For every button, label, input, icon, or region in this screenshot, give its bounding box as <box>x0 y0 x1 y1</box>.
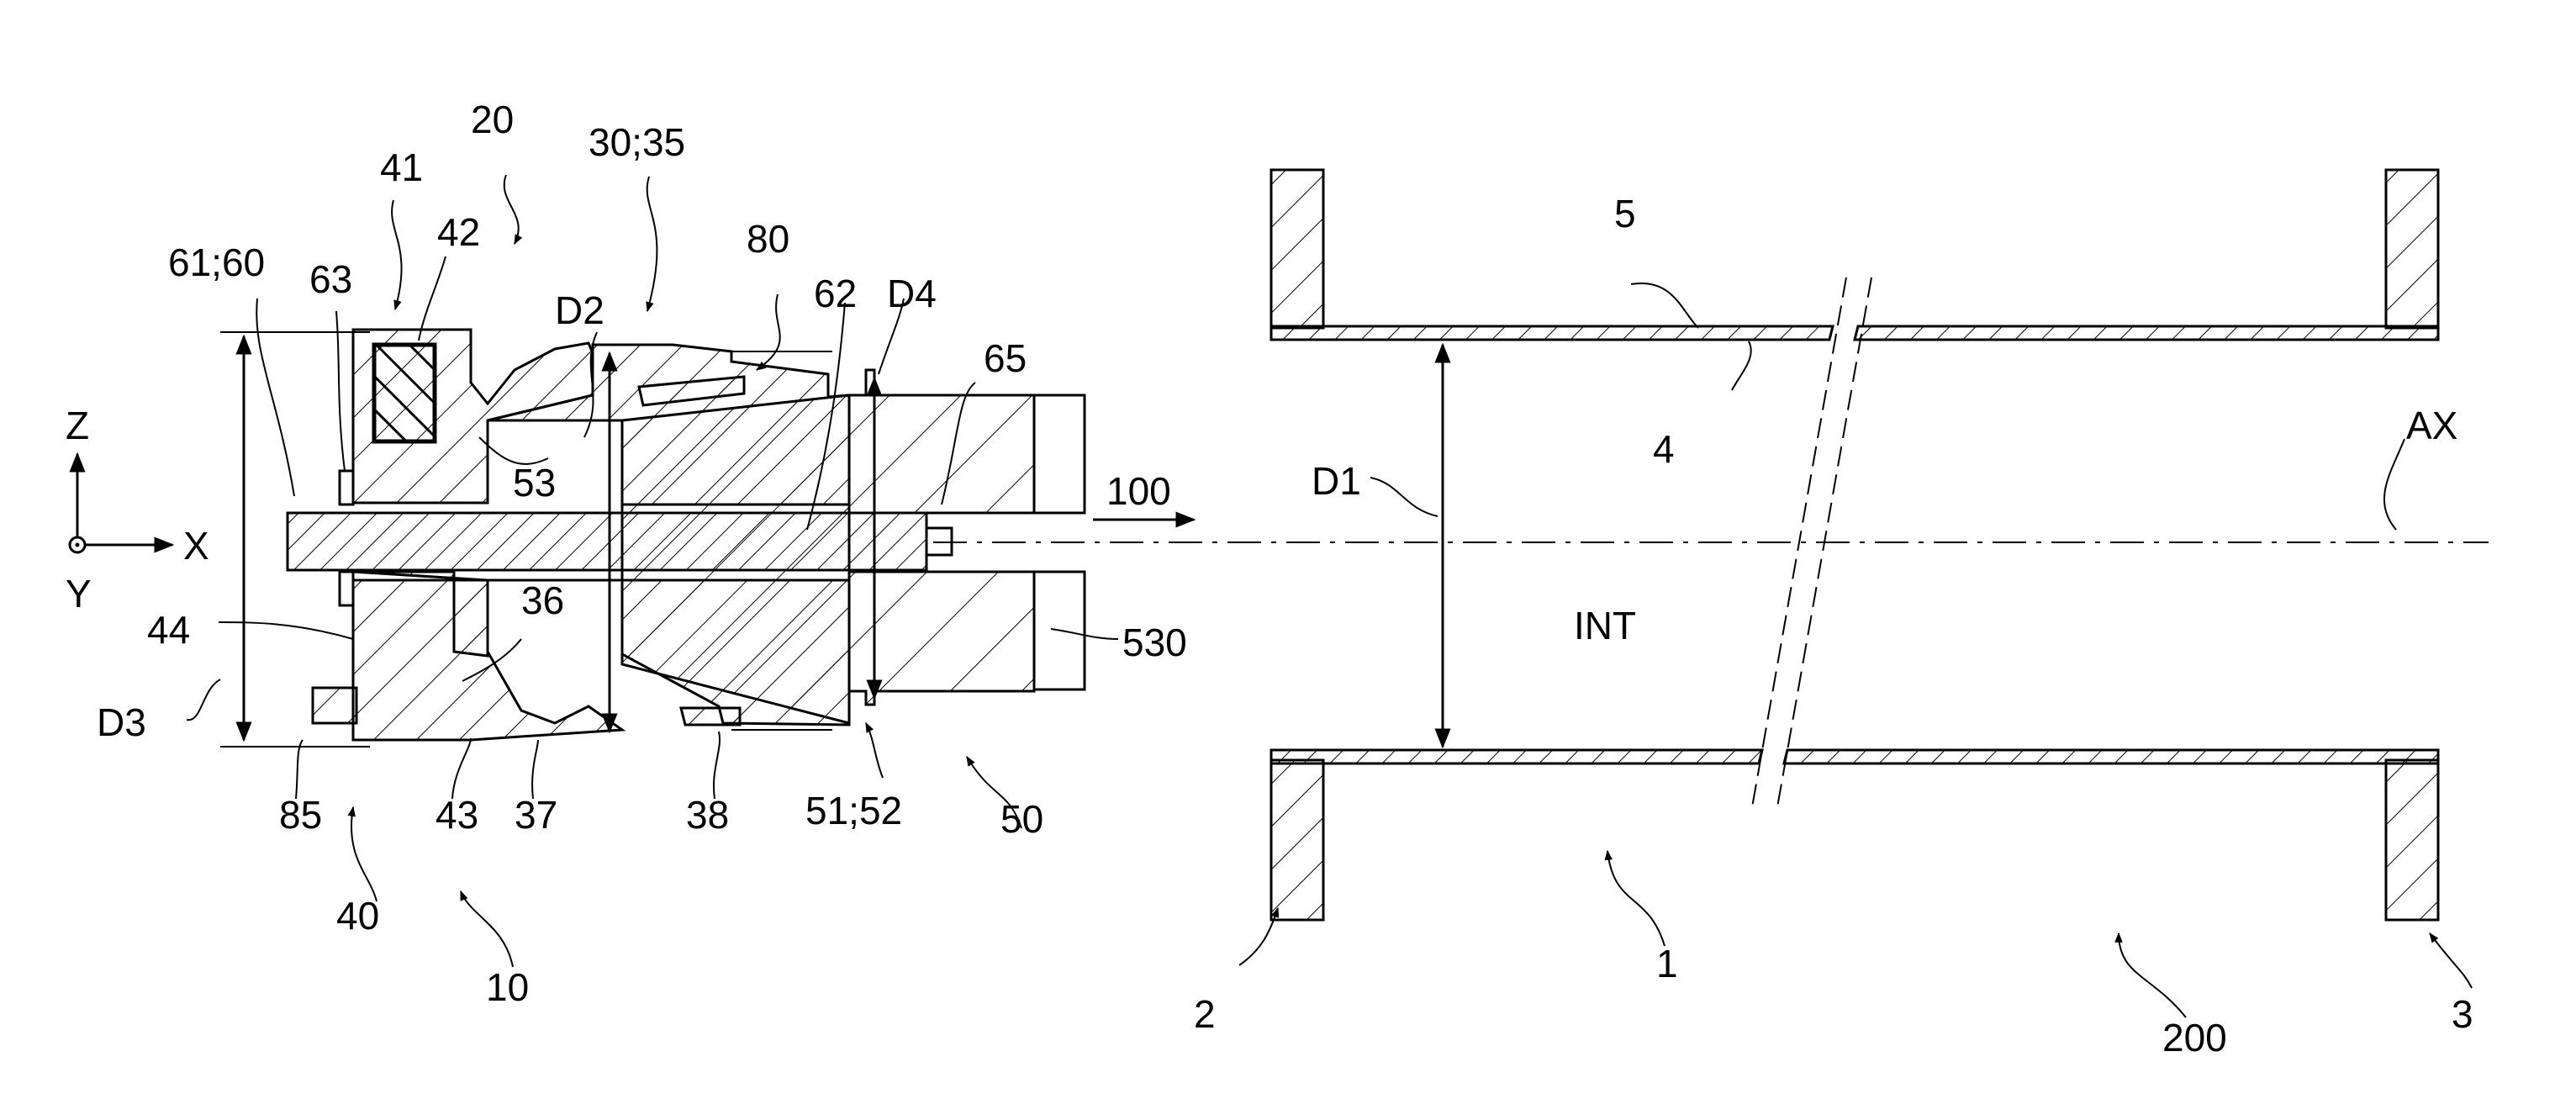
label-d4: D4 <box>887 272 937 315</box>
label-5: 5 <box>1614 192 1636 235</box>
label-85: 85 <box>279 793 322 837</box>
flange-3-upper <box>2386 170 2438 328</box>
cap-upper <box>1034 395 1085 513</box>
tube-wall-lower-right <box>1784 750 2438 763</box>
label-ax: AX <box>2406 404 2457 447</box>
label-d2: D2 <box>555 288 604 332</box>
block-50-lower <box>849 572 1034 705</box>
tool-assembly <box>220 330 1085 747</box>
break-line-right <box>1777 277 1871 807</box>
label-3: 3 <box>2452 992 2473 1036</box>
label-51-52: 51;52 <box>805 789 902 832</box>
label-int: INT <box>1574 604 1636 647</box>
label-40: 40 <box>336 894 379 938</box>
label-44: 44 <box>147 608 190 652</box>
label-43: 43 <box>435 793 478 837</box>
reference-labels: 20 41 30;35 42 61;60 63 80 62 D4 D2 65 Z… <box>66 98 2473 1059</box>
label-53: 53 <box>513 461 556 505</box>
label-38: 38 <box>686 793 729 837</box>
label-z: Z <box>66 404 89 447</box>
part-63-lower <box>340 572 353 605</box>
label-530: 530 <box>1122 621 1187 664</box>
label-30-35: 30;35 <box>589 120 685 164</box>
label-x: X <box>183 524 209 568</box>
label-50: 50 <box>1000 797 1043 841</box>
seal-42 <box>374 345 435 441</box>
label-200: 200 <box>2162 1016 2227 1059</box>
label-65: 65 <box>984 336 1027 380</box>
label-4: 4 <box>1653 427 1675 471</box>
part-85 <box>313 688 356 723</box>
label-1: 1 <box>1656 942 1678 985</box>
tube-wall-upper-right <box>1855 326 2438 340</box>
part-63 <box>340 471 353 505</box>
label-63: 63 <box>309 257 352 301</box>
label-37: 37 <box>515 793 557 837</box>
label-10: 10 <box>486 965 529 1009</box>
label-42: 42 <box>437 210 480 254</box>
label-36: 36 <box>521 578 564 622</box>
flange-2-upper <box>1271 170 1323 328</box>
label-100: 100 <box>1106 469 1171 513</box>
label-62: 62 <box>814 272 857 315</box>
coordinate-system <box>70 454 172 552</box>
label-41: 41 <box>380 145 423 189</box>
label-80: 80 <box>747 217 789 261</box>
label-d3: D3 <box>97 700 146 744</box>
flange-3-lower <box>2386 760 2438 920</box>
label-61-60: 61;60 <box>168 240 265 284</box>
label-20: 20 <box>471 98 514 141</box>
part-38 <box>681 708 740 725</box>
tube-wall-upper-left <box>1271 326 1833 340</box>
flange-2-lower <box>1271 760 1323 920</box>
tube-assembly <box>1271 170 2438 920</box>
rod-62 <box>288 513 926 570</box>
label-y: Y <box>66 572 92 615</box>
label-2: 2 <box>1194 992 1216 1036</box>
label-d1: D1 <box>1312 459 1361 503</box>
tube-wall-lower-left <box>1271 750 1762 763</box>
block-50-upper <box>849 370 1034 513</box>
